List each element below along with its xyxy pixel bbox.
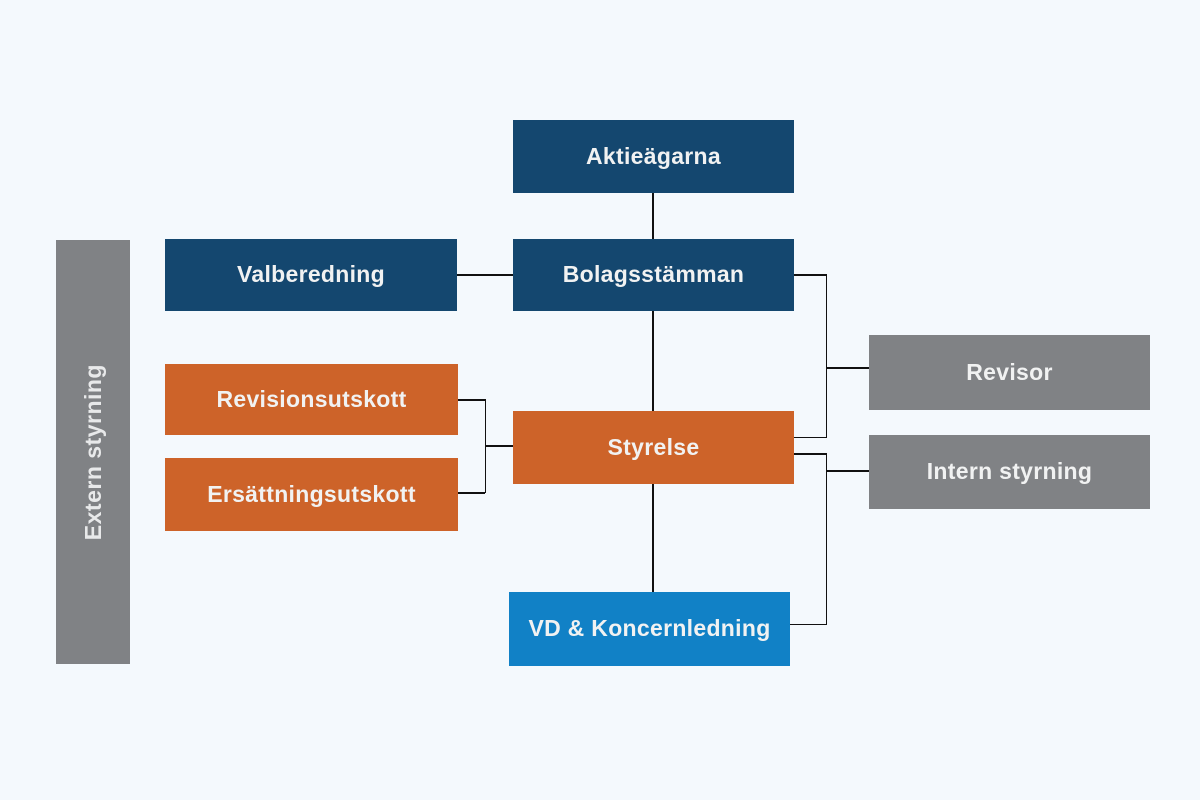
connector-revisor-branch — [827, 367, 869, 369]
revisionsutskott-box: Revisionsutskott — [165, 364, 458, 435]
connector-valberedning-bolagsstamman — [457, 274, 513, 276]
vd-koncernledning-label: VD & Koncernledning — [528, 615, 771, 642]
connector-bolagsstamman-right-stub — [794, 274, 827, 276]
connector-styrelse-left-branch — [486, 445, 513, 447]
vd-koncernledning-box: VD & Koncernledning — [509, 592, 790, 666]
connector-left-vertical — [484, 399, 486, 493]
styrelse-label: Styrelse — [607, 433, 700, 460]
ersattningsutskott-label: Ersättningsutskott — [207, 480, 416, 507]
bolagsstamman-label: Bolagsstämman — [562, 261, 745, 288]
aktieagarna-box: Aktieägarna — [513, 120, 794, 193]
intern-styrning-box: Intern styrning — [869, 435, 1150, 509]
extern-styrning-bar: Extern styrning — [56, 240, 130, 664]
styrelse-box: Styrelse — [513, 411, 794, 484]
connector-right-lower-vertical — [825, 453, 827, 625]
bolagsstamman-box: Bolagsstämman — [513, 239, 794, 311]
valberedning-box: Valberedning — [165, 239, 457, 311]
connector-styrelse-vd — [652, 484, 654, 592]
connector-right-upper-vertical — [825, 274, 827, 438]
connector-ersattningsutskott-stub — [458, 492, 485, 494]
revisor-box: Revisor — [869, 335, 1150, 410]
connector-intern-styrning-branch — [827, 470, 869, 472]
connector-bolagsstamman-styrelse — [652, 311, 654, 411]
ersattningsutskott-box: Ersättningsutskott — [165, 458, 458, 531]
connector-revisionsutskott-stub — [458, 399, 485, 401]
intern-styrning-label: Intern styrning — [926, 458, 1093, 485]
connector-vd-right-stub — [790, 623, 827, 625]
valberedning-label: Valberedning — [236, 261, 386, 288]
revisor-label: Revisor — [966, 358, 1053, 385]
aktieagarna-label: Aktieägarna — [586, 142, 721, 169]
extern-styrning-label: Extern styrning — [79, 363, 106, 541]
connector-styrelse-right-top-stub — [794, 436, 827, 438]
connector-styrelse-right-bottom-stub — [794, 453, 827, 455]
revisionsutskott-label: Revisionsutskott — [216, 385, 407, 412]
connector-aktieagarna-bolagsstamman — [652, 193, 654, 239]
